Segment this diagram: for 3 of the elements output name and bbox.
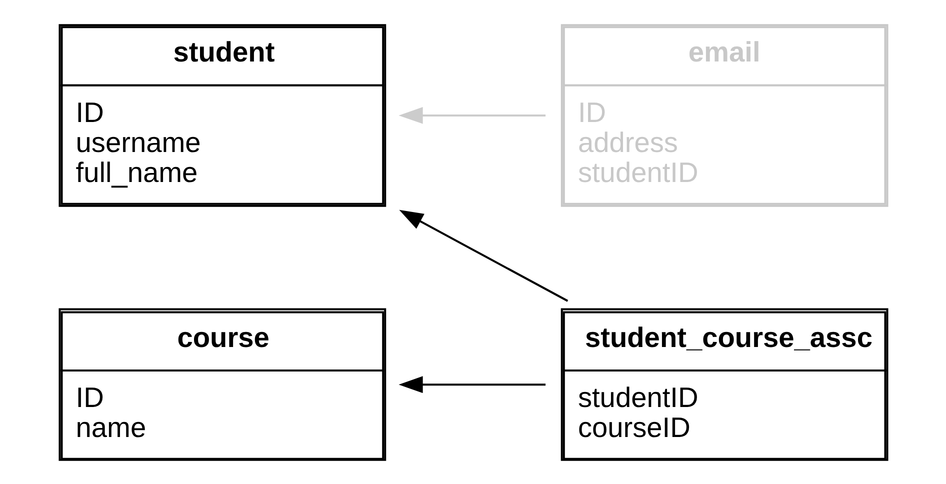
arrow [398,376,546,393]
arrow [398,209,568,302]
arrow [398,106,546,124]
